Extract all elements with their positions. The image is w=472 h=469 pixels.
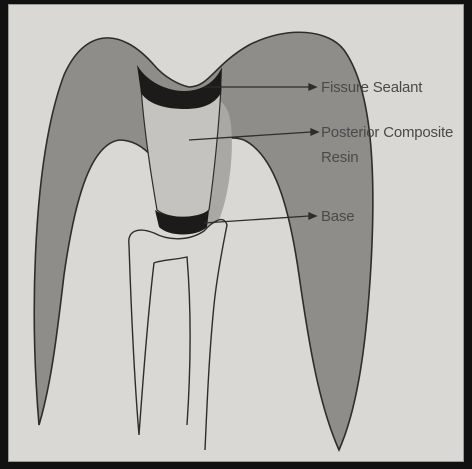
label-composite-line2: Resin xyxy=(321,149,358,166)
tooth-restoration-diagram: Fissure Sealant Posterior Composite Resi… xyxy=(9,5,464,462)
pulp-chamber xyxy=(129,220,227,450)
label-composite-line1: Posterior Composite xyxy=(321,124,453,141)
label-base: Base xyxy=(321,208,354,225)
diagram-panel: Fissure Sealant Posterior Composite Resi… xyxy=(8,4,464,462)
label-fissure-sealant: Fissure Sealant xyxy=(321,79,423,96)
